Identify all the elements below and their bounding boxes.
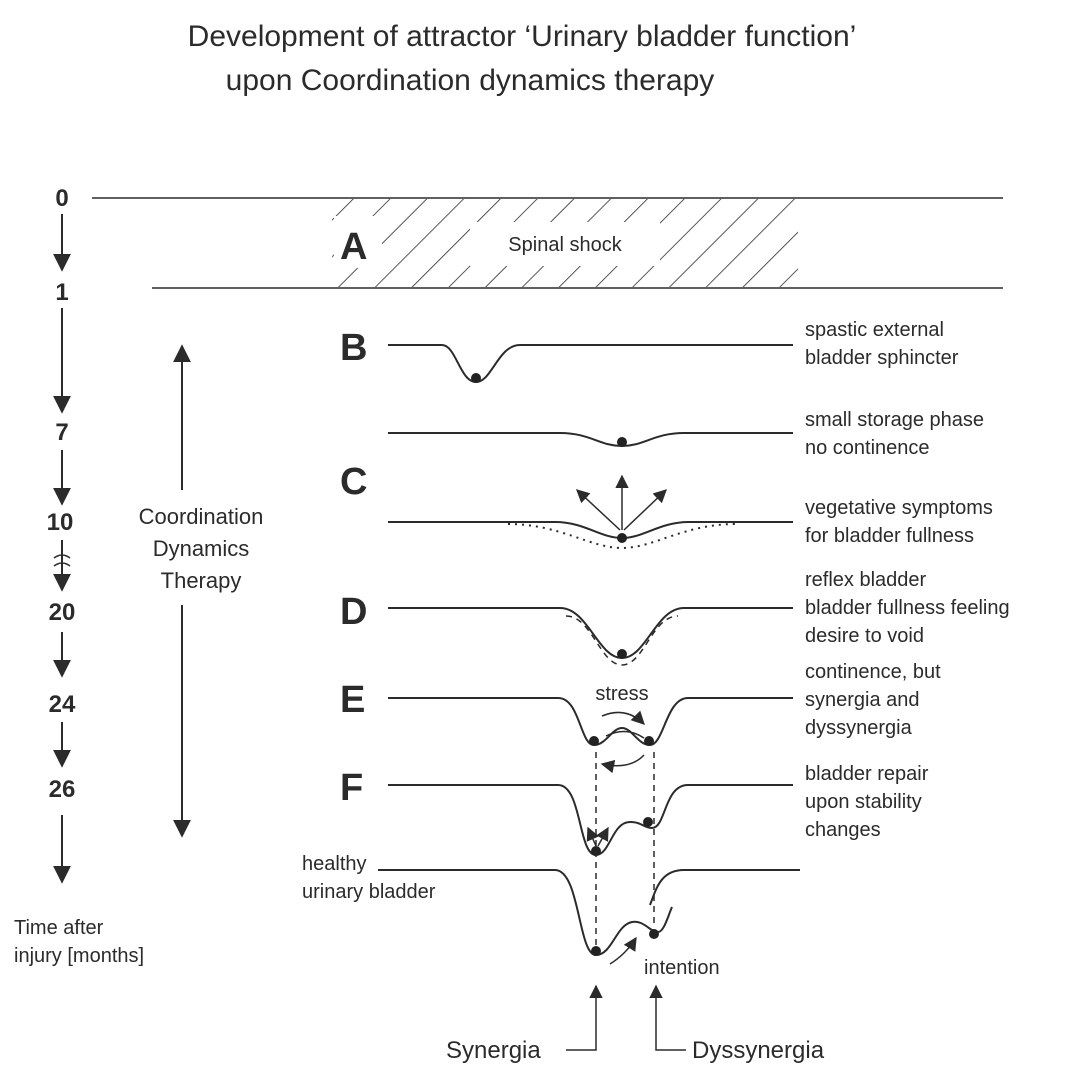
healthy-stage: healthy urinary bladder intention	[302, 853, 800, 979]
healthy-ball-left	[591, 946, 601, 956]
stage-a-letter-bg	[334, 216, 382, 268]
healthy-ball-right	[649, 929, 659, 939]
stage-c-upper-ball	[617, 437, 627, 447]
stage-d-curve	[388, 607, 793, 660]
tick-20: 20	[49, 599, 76, 626]
stage-d-letter: D	[340, 591, 367, 633]
stage-c-lower-curve	[388, 521, 793, 540]
stage-f-curve	[388, 784, 793, 857]
spinal-shock-text: Spinal shock	[508, 234, 622, 256]
stage-d-ball	[617, 649, 627, 659]
stage-c-upper-curve	[388, 432, 793, 448]
stage-f-desc-2: upon stability	[805, 791, 922, 813]
stage-e-desc-1: continence, but	[805, 661, 941, 683]
stage-b: B spastic external bladder sphincter	[340, 319, 959, 384]
tick-24: 24	[49, 691, 76, 718]
stage-d-desc-3: desire to void	[805, 625, 924, 647]
therapy-label-1: Coordination	[139, 504, 264, 529]
dyssynergia-pointer	[649, 984, 686, 1051]
stage-f-desc-1: bladder repair	[805, 763, 929, 785]
stage-e-curve	[388, 697, 793, 747]
healthy-desc-1: healthy	[302, 853, 367, 875]
axis-break-icon	[53, 554, 71, 567]
stage-d-desc-2: bladder fullness feeling	[805, 597, 1010, 619]
stage-b-letter: B	[340, 327, 367, 369]
stage-b-desc-1: spastic external	[805, 319, 944, 341]
tick-10: 10	[47, 509, 74, 536]
stage-c-dotted-curve	[507, 523, 737, 550]
tick-26: 26	[49, 776, 76, 803]
stage-f-ball-right	[643, 817, 653, 827]
tick-1: 1	[55, 279, 68, 306]
stage-c-desc-1: small storage phase	[805, 409, 984, 431]
synergia-label: Synergia	[446, 1037, 541, 1064]
therapy-span: Coordination Dynamics Therapy	[139, 344, 264, 838]
therapy-label-3: Therapy	[161, 568, 242, 593]
bottom-labels: Synergia Dyssynergia	[446, 984, 825, 1064]
title-line-2: upon Coordination dynamics therapy	[226, 64, 715, 97]
time-axis-label-2: injury [months]	[14, 945, 144, 967]
stage-e-letter: E	[340, 679, 365, 721]
stage-c-letter: C	[340, 461, 367, 503]
stage-e-desc-3: dyssynergia	[805, 717, 913, 739]
spinal-shock-label-bg	[470, 222, 660, 266]
stage-b-ball	[471, 373, 481, 383]
stage-f: F bladder repair upon stability changes	[340, 763, 929, 857]
tick-7: 7	[55, 419, 68, 446]
stage-f-letter: F	[340, 767, 363, 809]
synergia-pointer	[566, 984, 603, 1051]
time-axis: 0 1 7 10 20 24 26 Time after injury [mon…	[14, 185, 144, 967]
stage-a-letter: A	[340, 226, 367, 268]
stage-c-desc-4: for bladder fullness	[805, 525, 974, 547]
stage-b-desc-2: bladder sphincter	[805, 347, 959, 369]
stress-arrow	[605, 730, 645, 739]
tick-0: 0	[55, 185, 68, 212]
stage-e-desc-2: synergia and	[805, 689, 920, 711]
intention-arrow	[609, 936, 637, 965]
therapy-label-2: Dynamics	[153, 536, 250, 561]
stage-e-ball-right	[644, 736, 654, 746]
stage-c-desc-2: no continence	[805, 437, 930, 459]
stage-c-desc-3: vegetative symptoms	[805, 497, 993, 519]
stage-c-lower-ball	[617, 533, 627, 543]
dyssynergia-label: Dyssynergia	[692, 1037, 825, 1064]
perturbation-arrow	[576, 489, 621, 531]
stage-b-curve	[388, 344, 793, 384]
stage-c: C small storage phase no continence vege…	[340, 409, 993, 550]
stability-arrow	[596, 826, 609, 847]
stage-f-desc-3: changes	[805, 819, 881, 841]
time-axis-label-1: Time after	[14, 917, 104, 939]
stress-arrow	[600, 754, 645, 774]
stage-d-dashed-curve	[565, 615, 679, 666]
stage-d-desc-1: reflex bladder	[805, 569, 927, 591]
stress-label: stress	[595, 683, 648, 705]
stability-arrow	[586, 826, 600, 847]
intention-label: intention	[644, 957, 720, 979]
stress-arrow	[601, 710, 645, 725]
healthy-curve-right	[649, 869, 800, 906]
stage-d: D reflex bladder bladder fullness feelin…	[340, 569, 1010, 666]
title-line-1: Development of attractor ‘Urinary bladde…	[188, 20, 857, 53]
stage-e-ball-left	[589, 736, 599, 746]
perturbation-arrow	[623, 489, 667, 531]
stage-e: E stress continence, but synergia and dy…	[340, 661, 941, 774]
healthy-desc-2: urinary bladder	[302, 881, 436, 903]
healthy-curve-left	[378, 869, 673, 957]
